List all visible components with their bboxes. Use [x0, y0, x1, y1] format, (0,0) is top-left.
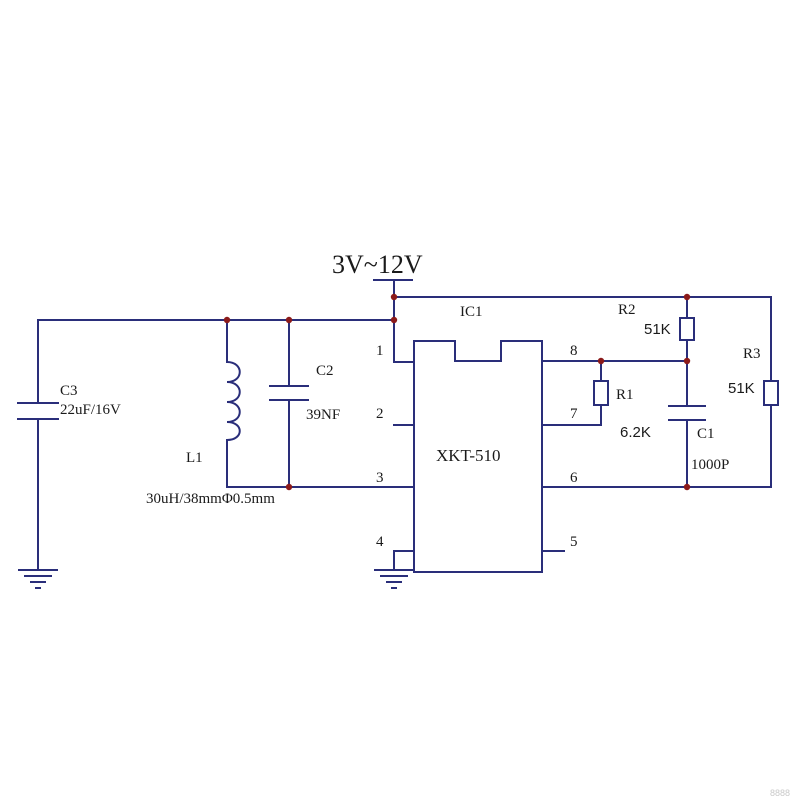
ic-pin-6: 6: [570, 470, 578, 486]
c3-capacitor-symbol: [17, 402, 59, 420]
l1-inductor-symbol: [225, 360, 241, 442]
r1-value-label: 6.2K: [620, 424, 651, 441]
c1-capacitor-symbol: [668, 405, 706, 421]
r1-ref-label: R1: [616, 387, 634, 403]
r1-resistor-symbol: [593, 380, 609, 406]
ic-pin-2: 2: [376, 406, 384, 422]
l1-value-label: 30uH/38mmΦ0.5mm: [146, 491, 275, 507]
r2-value-label: 51K: [644, 321, 671, 338]
r2-ref-label: R2: [618, 302, 636, 318]
c1-ref-label: C1: [697, 426, 715, 442]
ic-pin-4: 4: [376, 534, 384, 550]
ground-symbol-ic: [374, 569, 414, 589]
c3-ref-label: C3: [60, 383, 78, 399]
c3-value-label: 22uF/16V: [60, 402, 121, 418]
r3-value-label: 51K: [728, 380, 755, 397]
r3-ref-label: R3: [743, 346, 761, 362]
c1-value-label: 1000P: [691, 457, 729, 473]
r3-resistor-symbol: [763, 380, 779, 406]
supply-voltage-label: 3V~12V: [332, 250, 423, 279]
c2-value-label: 39NF: [306, 407, 340, 423]
ic-pin-8: 8: [570, 343, 578, 359]
r2-resistor-symbol: [679, 317, 695, 341]
l1-ref-label: L1: [186, 450, 203, 466]
c2-ref-label: C2: [316, 363, 334, 379]
c2-capacitor-symbol: [269, 385, 309, 401]
ic-pin-3: 3: [376, 470, 384, 486]
watermark: 8888: [770, 788, 790, 798]
junction-nodes: [223, 293, 691, 491]
ic-pin-7: 7: [570, 406, 578, 422]
ic-body: [413, 340, 543, 573]
ground-symbol-left: [18, 569, 58, 589]
ic-pin-5: 5: [570, 534, 578, 550]
ic-part-label: XKT-510: [436, 446, 501, 465]
wiring: [37, 296, 772, 571]
ic-ref-label: IC1: [460, 304, 483, 320]
ic-pin-1: 1: [376, 343, 384, 359]
